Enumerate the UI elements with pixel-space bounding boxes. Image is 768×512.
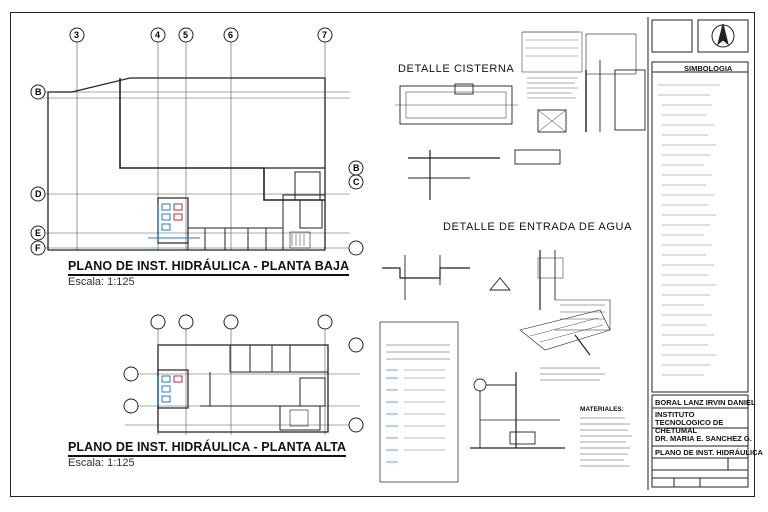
plan-name: PLANO DE INST. HIDRÁULICA <box>655 448 763 457</box>
notes-lines <box>523 31 578 99</box>
axis-labels: 3 4 5 6 7 B D E F B C <box>35 30 360 253</box>
pipe-legend-box <box>379 321 459 483</box>
ground-floor-plan <box>38 42 350 251</box>
grid-bubbles <box>30 27 364 433</box>
water-entry-detail-title: DETALLE DE ENTRADA DE AGUA <box>443 221 633 233</box>
axis-label: E <box>35 228 41 238</box>
axis-label: 4 <box>155 30 160 40</box>
first-floor-plan-scale: Escala: 1:125 <box>68 457 135 469</box>
axis-label: B <box>35 87 42 97</box>
ground-floor-plan-title: PLANO DE INST. HIDRÁULICA - PLANTA BAJA <box>68 259 350 276</box>
axis-label: B <box>353 163 360 173</box>
drawing-sheet-border <box>10 12 755 497</box>
title-block-frame <box>647 17 749 490</box>
axis-label: 6 <box>228 30 233 40</box>
axis-label: 7 <box>322 30 327 40</box>
north-arrow-icon <box>711 23 735 48</box>
axis-label: 5 <box>183 30 188 40</box>
materials-title: MATERIALES: <box>580 406 624 413</box>
symbology-title: SIMBOLOGIA <box>684 64 733 73</box>
institute-name: INSTITUTO TECNOLOGICO DE CHETUMAL <box>655 410 724 435</box>
materials-list-lines <box>540 367 632 467</box>
axis-label: F <box>35 243 41 253</box>
first-floor-plan <box>125 325 360 435</box>
teacher-name: DR. MARIA E. SANCHEZ G. <box>655 434 752 443</box>
student-name: BORAL LANZ IRVIN DANIEL <box>655 398 756 407</box>
pump-detail <box>470 372 565 449</box>
first-floor-plan-title: PLANO DE INST. HIDRÁULICA - PLANTA ALTA <box>68 440 347 457</box>
axis-label: D <box>35 189 42 199</box>
symbology-list-lines <box>658 84 720 376</box>
axis-label: 3 <box>74 30 79 40</box>
cistern-detail-title: DETALLE CISTERNA <box>398 63 515 75</box>
axis-label: C <box>353 177 360 187</box>
cistern-detail <box>395 31 646 200</box>
ground-floor-plan-scale: Escala: 1:125 <box>68 276 135 288</box>
water-entry-detail <box>382 250 611 356</box>
